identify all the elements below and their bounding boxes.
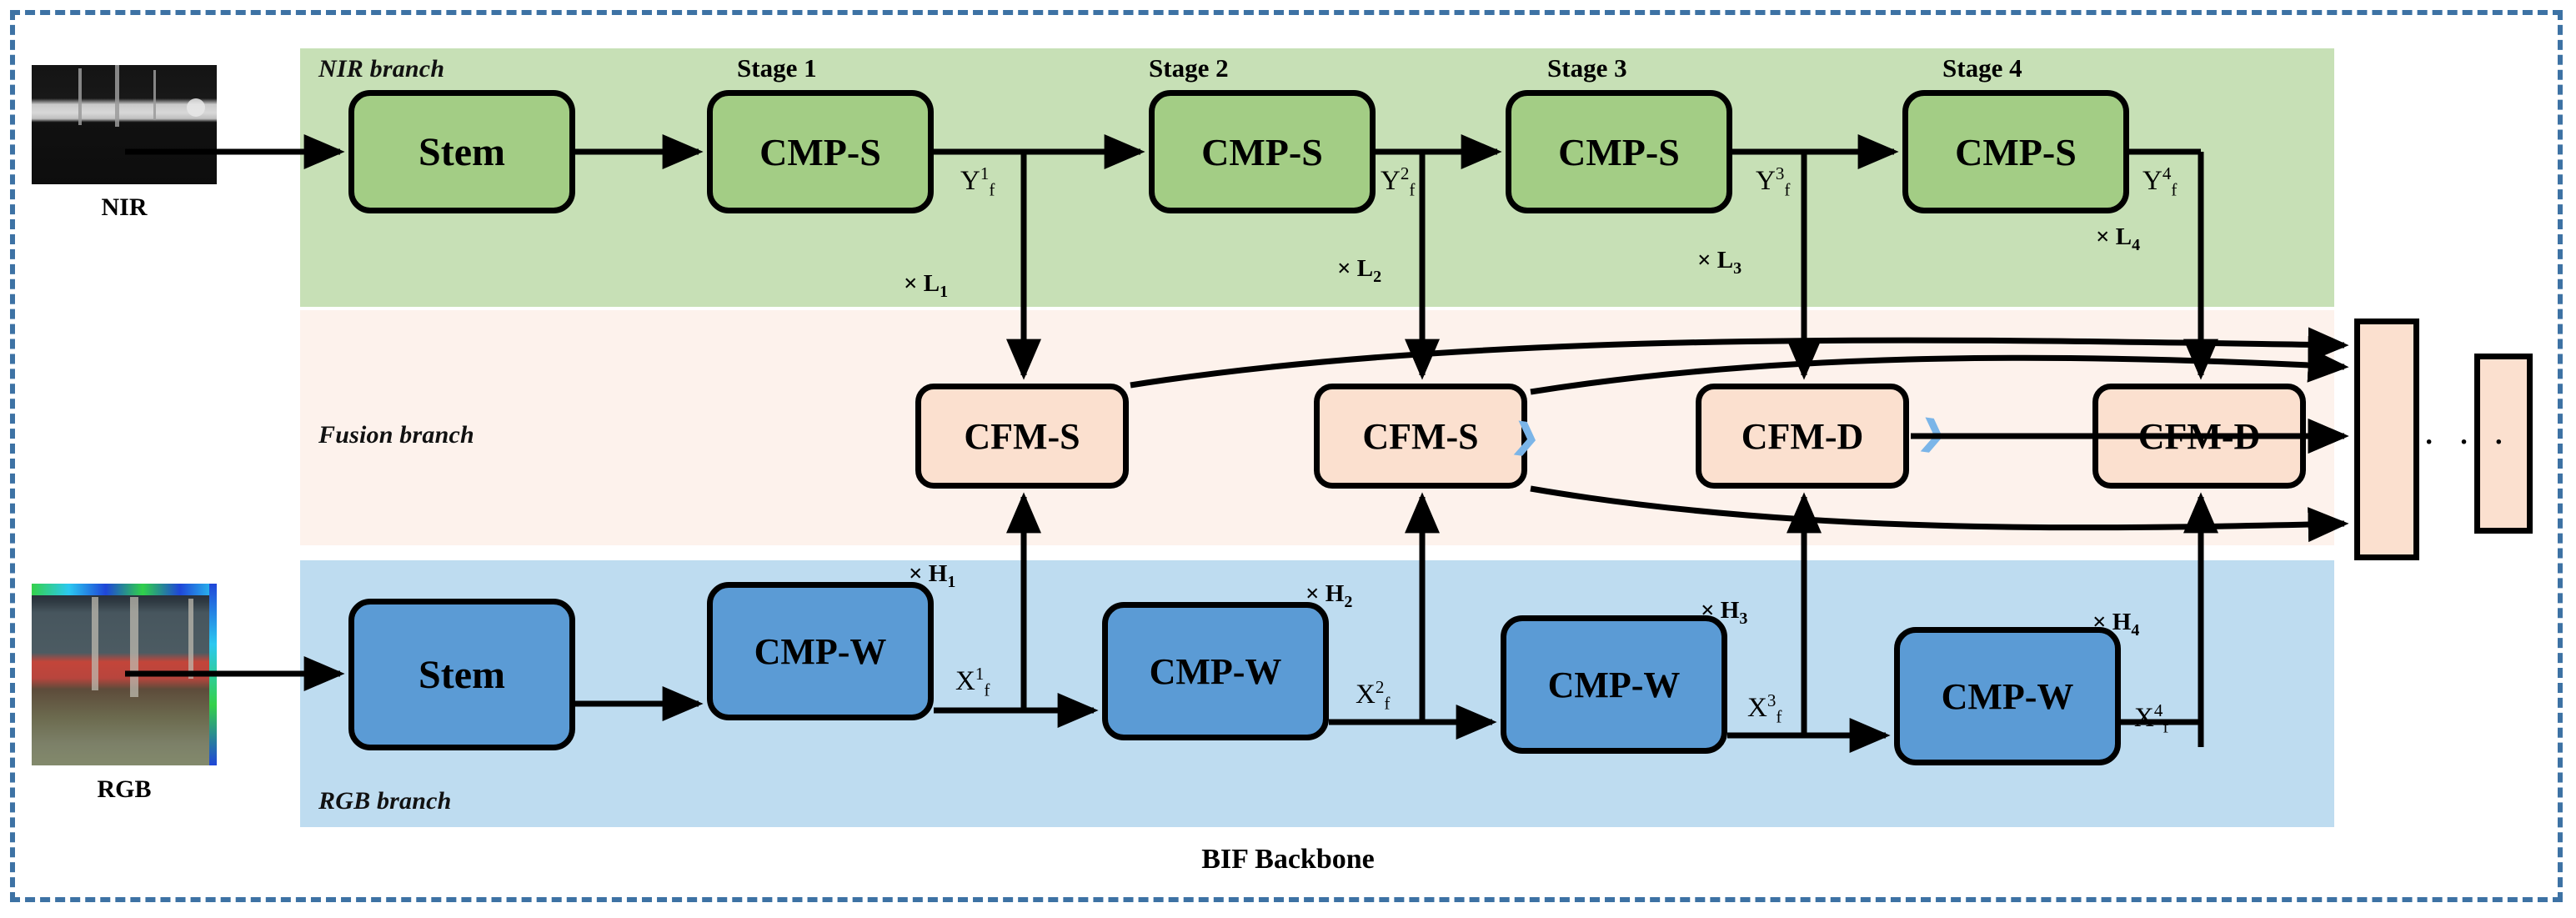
nir-feature-sub-4: f — [2171, 179, 2178, 200]
rgb-input-image — [32, 584, 217, 765]
figure-title: BIF Backbone — [1201, 844, 1375, 875]
rgb-feature-base-4: X — [2134, 703, 2154, 733]
nir-repeat-prefix-1: × — [904, 270, 918, 297]
rgb-feature-sup-3: 3 — [1767, 690, 1777, 710]
nir-branch-label: NIR branch — [318, 55, 445, 83]
output-ellipsis: · · · — [2424, 427, 2513, 458]
rgb-feature-sup-2: 2 — [1375, 677, 1385, 697]
rgb-cmp-w-block-1[interactable]: CMP-W — [707, 582, 934, 720]
nir-repeat-base-1: L — [923, 270, 940, 297]
rgb-repeat-label-1: × H1 — [909, 560, 955, 592]
rgb-feature-label-4: X4f — [2134, 700, 2168, 738]
nir-repeat-label-2: × L2 — [1337, 255, 1381, 287]
rgb-repeat-sub-4: 4 — [2131, 620, 2140, 640]
nir-repeat-sub-2: 2 — [1373, 267, 1382, 286]
rgb-feature-base-1: X — [955, 666, 975, 696]
rgb-feature-sup-4: 4 — [2153, 700, 2163, 720]
nir-cmp-s-block-2[interactable]: CMP-S — [1149, 90, 1376, 213]
nir-repeat-sub-4: 4 — [2132, 235, 2141, 254]
stage-title-2: Stage 2 — [1149, 53, 1229, 83]
figure-dashed-frame — [10, 10, 2563, 902]
rgb-cmp-w-block-3[interactable]: CMP-W — [1501, 615, 1727, 754]
nir-cmp-s-block-3[interactable]: CMP-S — [1506, 90, 1732, 213]
rgb-feature-label-3: X3f — [1747, 690, 1782, 728]
nir-cmp-s-block-4[interactable]: CMP-S — [1902, 90, 2129, 213]
rgb-repeat-sub-2: 2 — [1344, 592, 1353, 611]
nir-feature-sup-2: 2 — [1400, 163, 1410, 183]
rgb-repeat-sub-1: 1 — [947, 572, 956, 591]
nir-cmp-s-block-1[interactable]: CMP-S — [707, 90, 934, 213]
stage-title-1: Stage 1 — [737, 53, 817, 83]
rgb-repeat-base-1: H — [928, 560, 948, 587]
stage-title-3: Stage 3 — [1547, 53, 1627, 83]
nir-repeat-prefix-4: × — [2096, 223, 2110, 250]
rgb-feature-sub-2: f — [1384, 693, 1391, 714]
rgb-feature-sub-1: f — [984, 680, 990, 700]
rgb-repeat-prefix-1: × — [909, 560, 923, 587]
rgb-repeat-base-3: H — [1720, 597, 1740, 624]
nir-repeat-base-2: L — [1356, 255, 1374, 282]
rgb-repeat-base-2: H — [1325, 580, 1345, 607]
nir-feature-sub-3: f — [1784, 179, 1791, 200]
nir-repeat-label-4: × L4 — [2096, 223, 2140, 255]
fusion-branch-label: Fusion branch — [318, 421, 474, 449]
output-slab-1[interactable] — [2354, 319, 2419, 560]
rgb-feature-sub-3: f — [1776, 706, 1782, 727]
rgb-repeat-prefix-4: × — [2092, 609, 2107, 635]
nir-feature-label-4: Y4f — [2142, 163, 2177, 201]
rgb-feature-label-2: X2f — [1356, 677, 1390, 715]
nir-feature-sup-3: 3 — [1775, 163, 1785, 183]
rgb-branch-label: RGB branch — [318, 787, 452, 815]
nir-feature-label-1: Y1f — [960, 163, 995, 201]
nir-feature-sup-4: 4 — [2162, 163, 2172, 183]
nir-feature-sub-2: f — [1409, 179, 1416, 200]
rgb-cmp-w-block-2[interactable]: CMP-W — [1102, 602, 1329, 740]
nir-stem-block[interactable]: Stem — [348, 90, 575, 213]
nir-repeat-prefix-3: × — [1697, 247, 1711, 273]
rgb-input-caption: RGB — [97, 775, 152, 803]
rgb-repeat-prefix-2: × — [1306, 580, 1320, 607]
fusion-cfm-s-block-2[interactable]: CFM-S — [1314, 384, 1527, 489]
nir-input-caption: NIR — [101, 193, 148, 221]
rgb-repeat-base-4: H — [2112, 609, 2132, 635]
nir-repeat-label-3: × L3 — [1697, 247, 1742, 278]
rgb-feature-sub-4: f — [2163, 716, 2169, 737]
rgb-repeat-sub-3: 3 — [1739, 609, 1748, 628]
nir-feature-base-4: Y — [2142, 166, 2163, 196]
nir-repeat-label-1: × L1 — [904, 270, 948, 302]
rgb-repeat-label-3: × H3 — [1701, 597, 1747, 629]
rgb-feature-base-3: X — [1747, 693, 1767, 723]
rgb-stem-block[interactable]: Stem — [348, 599, 575, 750]
nir-feature-label-3: Y3f — [1756, 163, 1790, 201]
rgb-repeat-label-4: × H4 — [2092, 609, 2139, 640]
rgb-feature-sup-1: 1 — [975, 664, 985, 684]
rgb-repeat-label-2: × H2 — [1306, 580, 1352, 612]
fusion-cfm-d-block-4[interactable]: CFM-D — [2092, 384, 2306, 489]
nir-repeat-prefix-2: × — [1337, 255, 1351, 282]
blue-check-mark-icon-1: ❯ — [1510, 415, 1543, 458]
output-slab-2[interactable] — [2474, 354, 2533, 534]
nir-feature-base-1: Y — [960, 166, 980, 196]
fusion-cfm-d-block-3[interactable]: CFM-D — [1696, 384, 1909, 489]
fusion-cfm-s-block-1[interactable]: CFM-S — [915, 384, 1129, 489]
rgb-cmp-w-block-4[interactable]: CMP-W — [1894, 627, 2121, 765]
rgb-feature-label-1: X1f — [955, 664, 990, 701]
rgb-repeat-prefix-3: × — [1701, 597, 1715, 624]
nir-feature-base-2: Y — [1381, 166, 1401, 196]
rgb-feature-base-2: X — [1356, 680, 1376, 710]
stage-title-4: Stage 4 — [1942, 53, 2022, 83]
nir-repeat-base-4: L — [2115, 223, 2132, 250]
nir-feature-base-3: Y — [1756, 166, 1776, 196]
nir-feature-label-2: Y2f — [1381, 163, 1415, 201]
nir-feature-sub-1: f — [989, 179, 995, 200]
nir-repeat-sub-1: 1 — [940, 282, 949, 301]
nir-repeat-sub-3: 3 — [1733, 258, 1742, 278]
nir-input-image — [32, 65, 217, 184]
nir-feature-sup-1: 1 — [980, 163, 990, 183]
blue-check-mark-icon-2: ❯ — [1917, 412, 1950, 454]
nir-repeat-base-3: L — [1716, 247, 1734, 273]
